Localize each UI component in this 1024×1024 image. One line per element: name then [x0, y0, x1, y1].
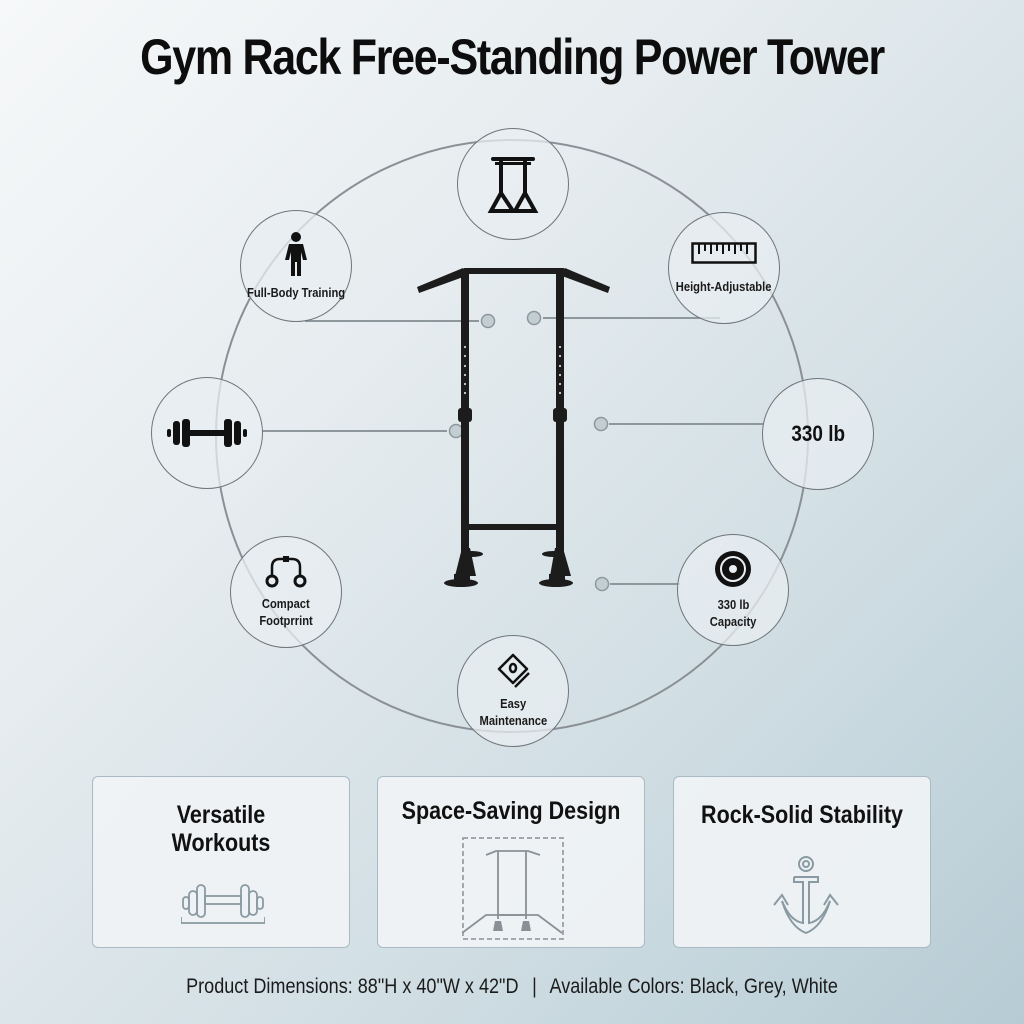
feature-node-capacity: 330 lb Capacity: [677, 534, 789, 646]
feature-node-easy-maintenance: Easy Maintenance: [457, 635, 569, 747]
tower-footprint-icon: [462, 837, 564, 940]
feature-label-line1: Compact: [262, 596, 310, 611]
card-title-line2: Workouts: [171, 829, 271, 857]
feature-node-compact-footprint: Compact Footprrint: [230, 536, 342, 648]
feature-label: Full-Body Training: [246, 284, 346, 300]
feature-node-dumbbell: [151, 377, 263, 489]
weight-value: 330 lb: [791, 421, 845, 446]
product-specs-footer: Product Dimensions: 88"H x 40"W x 42"D |…: [72, 975, 953, 999]
feature-label-line2: Capacity: [709, 614, 757, 629]
dumbbell-icon: [167, 419, 247, 447]
cleaning-pad-icon: [497, 653, 530, 688]
card-versatile-workouts: Versatile Workouts: [92, 776, 350, 948]
connector-lines: [262, 317, 764, 585]
resistance-band-icon: [265, 556, 307, 588]
colors-text: Available Colors: Black, Grey, White: [549, 975, 838, 998]
page-title: Gym Rack Free-Standing Power Tower: [140, 29, 885, 85]
card-title-line1: Versatile: [176, 801, 266, 829]
feature-node-330lb: 330 lb: [762, 378, 874, 490]
tower-adjustment-holes: [463, 345, 562, 395]
card-title: Space-Saving Design: [401, 797, 621, 825]
card-space-saving-design: Space-Saving Design: [377, 776, 645, 948]
weight-plate-icon: [715, 551, 751, 587]
power-tower-image: [417, 268, 610, 587]
person-icon: [285, 231, 307, 276]
connector-dots: [448, 310, 610, 592]
feature-label-line1: Easy: [499, 696, 527, 711]
feature-label: Height-Adjustable: [676, 278, 772, 294]
feature-node-full-body-training: Full-Body Training: [240, 210, 352, 322]
dip-station-icon: [487, 157, 539, 213]
card-rock-solid-stability: Rock-Solid Stability: [673, 776, 931, 948]
barbell-outline-icon: [181, 884, 265, 924]
feature-node-top: [457, 128, 569, 240]
separator: |: [532, 975, 537, 998]
dimensions-text: Product Dimensions: 88"H x 40"W x 42"D: [186, 975, 519, 998]
feature-label-line2: Maintenance: [479, 713, 547, 728]
card-title: Rock-Solid Stability: [701, 801, 903, 829]
anchor-icon: [773, 856, 839, 935]
feature-node-height-adjustable: Height-Adjustable: [668, 212, 780, 324]
feature-label-line1: 330 lb: [717, 597, 749, 612]
ruler-icon: [691, 241, 757, 264]
feature-label-line2: Footprrint: [259, 613, 313, 628]
